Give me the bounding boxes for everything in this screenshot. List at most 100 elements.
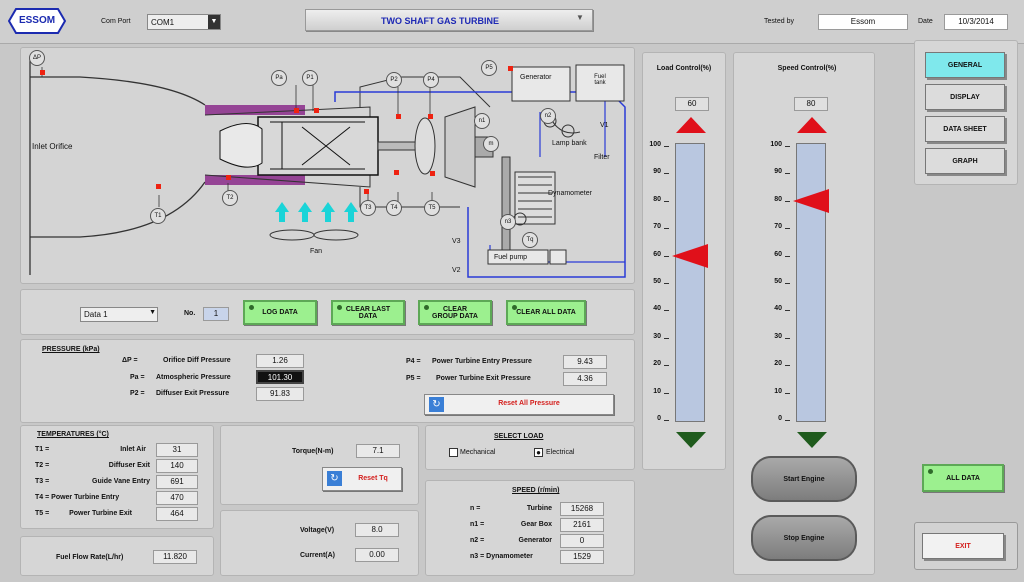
load-up-arrow[interactable] — [676, 117, 706, 133]
title-dropdown-icon[interactable]: ▼ — [576, 13, 584, 22]
start-engine-button[interactable]: Start Engine — [751, 456, 857, 502]
scale-tick-label: 0 — [778, 415, 782, 422]
select-load-panel — [425, 425, 635, 470]
speed-control-title: Speed Control(%) — [777, 65, 837, 72]
scale-tick-mark — [785, 146, 790, 147]
fuel-tank-label: Fuel tank — [594, 74, 606, 86]
torque-value: 7.1 — [356, 444, 400, 458]
sensor-marker — [508, 66, 513, 71]
scale-tick-label: 30 — [774, 332, 782, 340]
exit-button[interactable]: EXIT — [922, 533, 1004, 559]
pa-sensor: Pa — [271, 70, 287, 86]
display-button[interactable]: DISPLAY — [925, 84, 1005, 110]
clear-all-data-button[interactable]: CLEAR ALL DATA — [506, 300, 586, 325]
data-select[interactable]: Data 1 ▼ — [80, 307, 158, 322]
speed-down-arrow[interactable] — [797, 432, 827, 448]
temp-value: 470 — [156, 491, 198, 505]
scale-tick-label: 60 — [774, 250, 782, 258]
temp-label: Diffuser Exit — [108, 462, 150, 469]
scale-tick-label: 100 — [770, 141, 782, 148]
scale-tick-mark — [785, 228, 790, 230]
scale-tick-mark — [785, 365, 790, 367]
current-value: 0.00 — [355, 548, 399, 562]
scale-tick-label: 70 — [653, 223, 661, 231]
load-down-arrow[interactable] — [676, 432, 706, 448]
all-data-button[interactable]: ALL DATA — [922, 464, 1004, 492]
scale-tick-mark — [785, 200, 790, 202]
electrical-radio[interactable]: ● — [534, 448, 543, 457]
n2-sensor: n2 — [540, 108, 556, 124]
torque-label: Torque(N-m) — [292, 448, 334, 455]
scale-tick-mark — [664, 173, 669, 175]
speed-symbol: n2 = — [470, 537, 485, 544]
led-indicator — [337, 305, 342, 310]
led-indicator — [424, 305, 429, 310]
clear-last-data-button[interactable]: CLEAR LAST DATA — [331, 300, 405, 325]
stop-engine-button[interactable]: Stop Engine — [751, 515, 857, 561]
data-sheet-button[interactable]: DATA SHEET — [925, 116, 1005, 142]
reset-icon: ↻ — [327, 471, 342, 486]
scale-tick-mark — [664, 228, 669, 230]
scale-tick-mark — [785, 173, 790, 175]
p4-sensor: P4 — [423, 72, 439, 88]
com-port-select[interactable]: COM1 ▼ — [147, 14, 221, 30]
scale-tick-mark — [664, 420, 669, 421]
v1-label: V1 — [600, 122, 609, 129]
sensor-marker — [314, 108, 319, 113]
scale-tick-label: 80 — [774, 195, 782, 203]
temperature-title: TEMPERATURES (°C) — [37, 431, 109, 438]
filter-label: Filter — [594, 154, 610, 161]
temp-label: Guide Vane Entry — [92, 478, 150, 485]
v3-label: V3 — [452, 238, 461, 245]
graph-button[interactable]: GRAPH — [925, 148, 1005, 174]
clear-group-data-button[interactable]: CLEAR GROUP DATA — [418, 300, 492, 325]
scale-tick-label: 70 — [774, 223, 782, 231]
p2-label: Diffuser Exit Pressure — [156, 390, 230, 397]
voltage-label: Voltage(V) — [300, 527, 335, 534]
pa-value-input[interactable]: 101.30 — [256, 370, 304, 384]
scale-tick-label: 0 — [657, 415, 661, 422]
pa-symbol: Pa = — [130, 374, 145, 381]
speed-slider-track[interactable] — [796, 143, 826, 422]
temp-symbol: T2 = — [35, 462, 50, 469]
reset-all-pressure-button[interactable]: ↻ Reset All Pressure — [424, 394, 614, 415]
sensor-marker — [430, 171, 435, 176]
scale-tick-label: 90 — [653, 168, 661, 176]
scale-tick-label: 90 — [774, 168, 782, 176]
load-slider-track[interactable] — [675, 143, 705, 422]
p4-label: Power Turbine Entry Pressure — [432, 358, 532, 365]
essom-logo: ESSOM — [7, 8, 67, 34]
date-field[interactable]: 10/3/2014 — [944, 14, 1008, 30]
t1-sensor: T1 — [150, 208, 166, 224]
dp-label: Orifice Diff Pressure — [163, 357, 231, 364]
p5-label: Power Turbine Exit Pressure — [436, 375, 531, 382]
tested-by-field[interactable]: Essom — [818, 14, 908, 30]
sensor-marker — [156, 184, 161, 189]
scale-tick-mark — [664, 146, 669, 147]
load-slider-pointer[interactable] — [672, 243, 708, 268]
reset-tq-button[interactable]: ↻ Reset Tq — [322, 467, 402, 491]
led-indicator — [249, 305, 254, 310]
no-field[interactable]: 1 — [203, 307, 229, 321]
log-data-button[interactable]: LOG DATA — [243, 300, 317, 325]
fuel-label: Fuel Flow Rate(L/hr) — [56, 554, 124, 561]
speed-up-arrow[interactable] — [797, 117, 827, 133]
data-select-value: Data 1 — [84, 310, 108, 319]
electrical-panel — [220, 510, 419, 576]
general-button[interactable]: GENERAL — [925, 52, 1005, 78]
torque-panel — [220, 425, 419, 505]
chevron-down-icon[interactable]: ▼ — [149, 309, 156, 316]
mechanical-radio[interactable] — [449, 448, 458, 457]
p2-sensor: P2 — [386, 72, 402, 88]
speed-symbol: n1 = — [470, 521, 485, 528]
no-label: No. — [184, 310, 196, 317]
chevron-down-icon[interactable]: ▼ — [208, 15, 220, 29]
p5-sensor: P5 — [481, 60, 497, 76]
temp-value: 691 — [156, 475, 198, 489]
p4-value: 9.43 — [563, 355, 607, 369]
scale-tick-label: 10 — [653, 387, 661, 395]
pressure-title: PRESSURE (kPa) — [42, 346, 100, 353]
electrical-label: Electrical — [546, 449, 575, 456]
scale-tick-mark — [664, 200, 669, 202]
speed-slider-pointer[interactable] — [793, 188, 829, 213]
